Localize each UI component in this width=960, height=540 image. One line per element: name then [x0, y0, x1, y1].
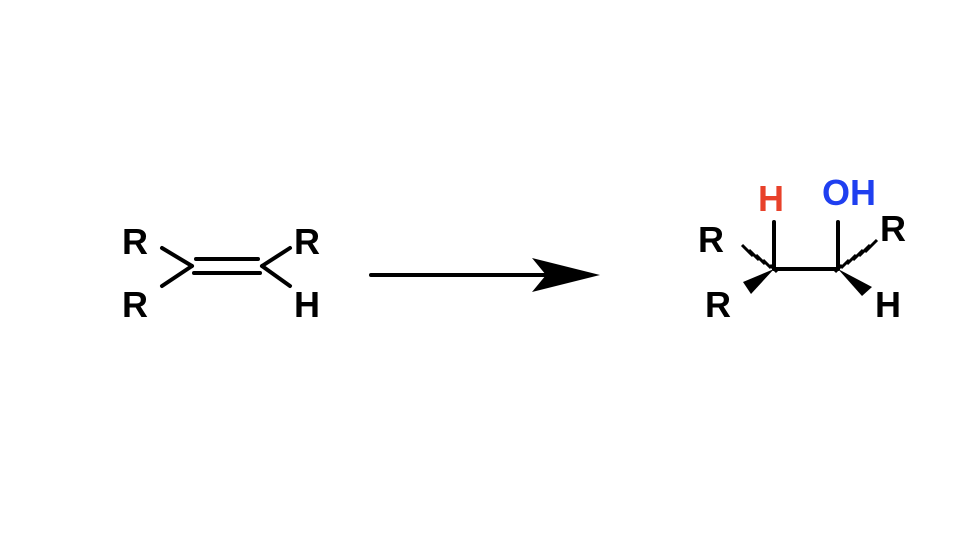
wedged-bond-right	[838, 269, 872, 296]
reactant-substituent-bottom-left: R	[122, 284, 148, 325]
bond-top-right	[260, 246, 292, 268]
hashed-bond-right	[833, 238, 879, 274]
reactant-alkene: R R R H	[122, 221, 320, 325]
reaction-arrow-icon	[369, 258, 600, 292]
added-hydroxyl-label: OH	[822, 172, 876, 213]
reactant-substituent-top-left: R	[122, 221, 148, 262]
hashed-bond-left	[740, 243, 779, 274]
bond-bottom-left	[160, 264, 194, 288]
product-substituent-right-wedged: H	[875, 284, 901, 325]
bond-top-left	[160, 246, 194, 268]
added-hydrogen-label: H	[758, 178, 784, 219]
product-substituent-left-hashed: R	[698, 219, 724, 260]
reactant-substituent-bottom-right: H	[294, 284, 320, 325]
arrow-head	[532, 258, 600, 292]
wedged-bond-left	[743, 269, 774, 294]
reactant-substituent-top-right: R	[294, 221, 320, 262]
bond-bottom-right	[260, 264, 292, 288]
product-substituent-left-wedged: R	[705, 284, 731, 325]
product-alcohol: H OH R R R H	[698, 172, 906, 325]
product-substituent-right-hashed: R	[880, 208, 906, 249]
